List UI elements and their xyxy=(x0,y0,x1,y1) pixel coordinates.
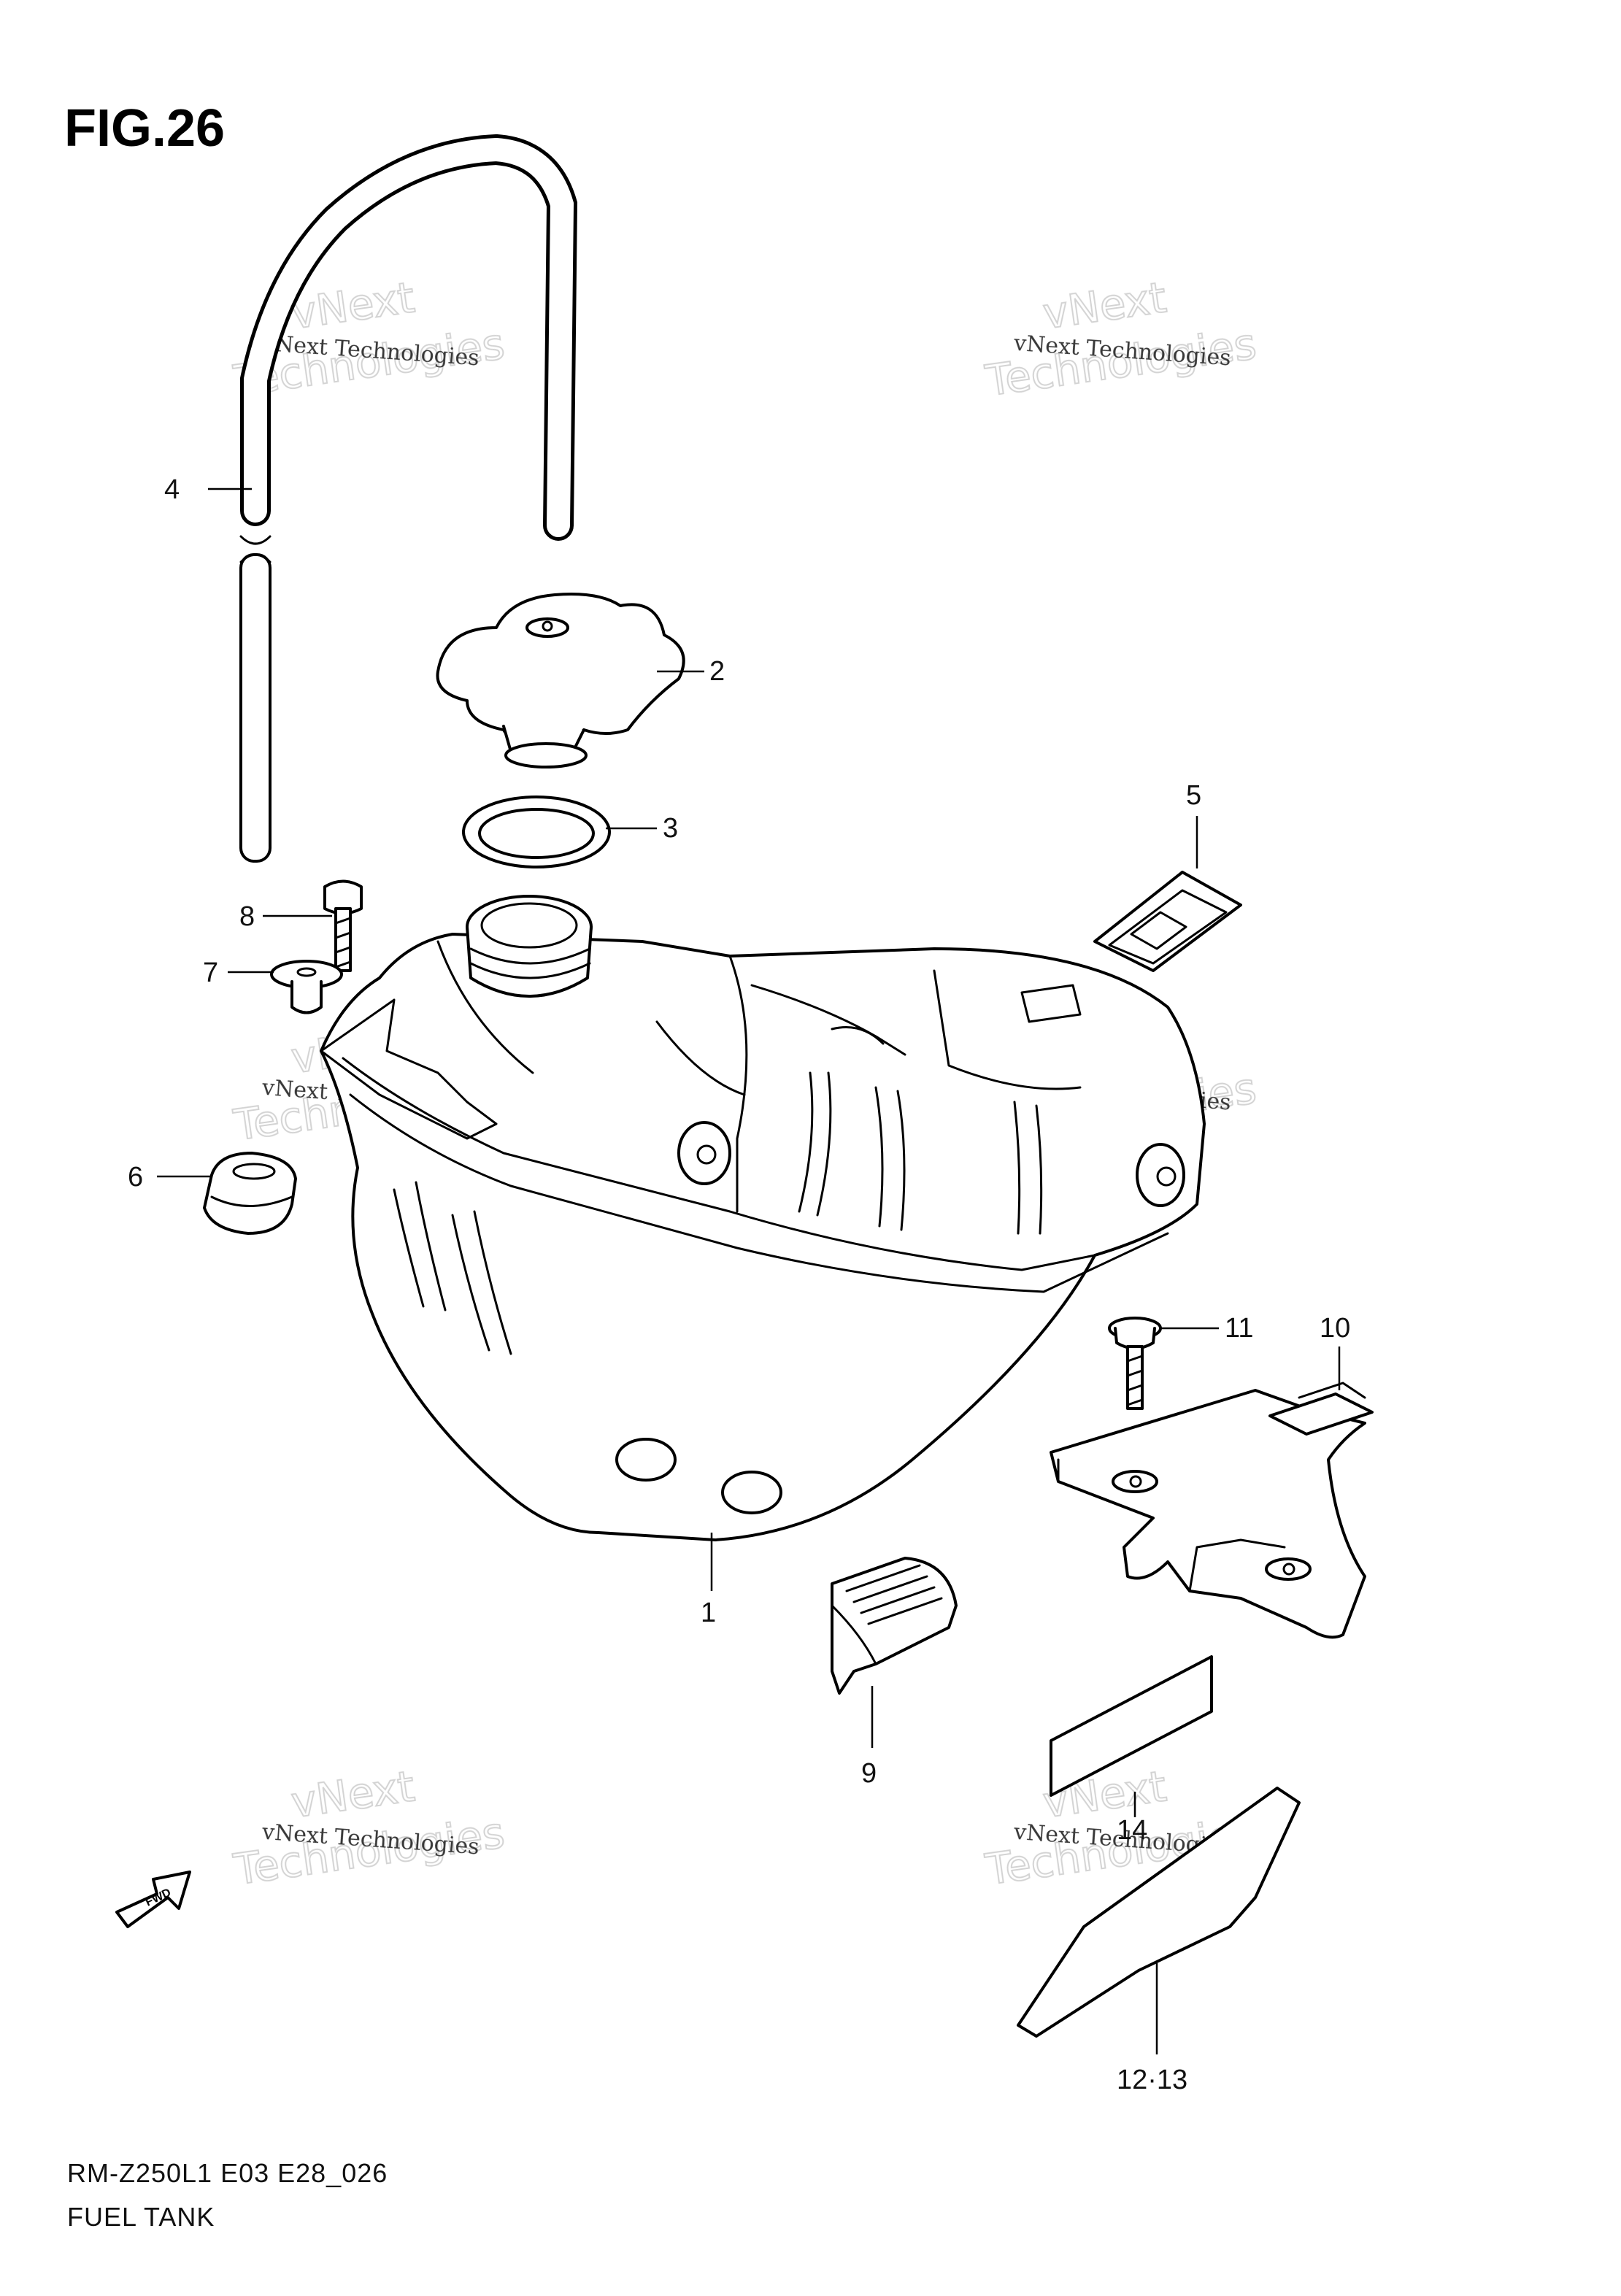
callout-8: 8 xyxy=(239,901,255,932)
callout-11: 11 xyxy=(1225,1313,1253,1344)
callout-12-13: 12·13 xyxy=(1117,2065,1187,2095)
callout-1: 1 xyxy=(701,1598,716,1628)
callout-10: 10 xyxy=(1320,1313,1350,1344)
callout-14: 14 xyxy=(1117,1815,1147,1846)
fuel-cap xyxy=(436,593,685,768)
figure-title: FIG.26 xyxy=(64,99,225,158)
callout-2: 2 xyxy=(709,656,725,687)
svg-text:vNext: vNext xyxy=(1040,272,1169,339)
leader-lines xyxy=(157,488,1341,2054)
callout-3: 3 xyxy=(663,813,678,844)
svg-text:vNext: vNext xyxy=(288,1761,417,1827)
bracket-10 xyxy=(1050,1382,1374,1639)
callout-7: 7 xyxy=(203,958,218,988)
bolt-11 xyxy=(1108,1317,1162,1410)
model-code: RM-Z250L1 E03 E28_026 xyxy=(67,2158,388,2188)
watermark-bottom-left: vNext Technologies vNext Technologies xyxy=(230,1760,508,1895)
fwd-arrow-icon: FWD xyxy=(115,1871,191,1928)
cushion-6 xyxy=(203,1152,297,1235)
callout-5: 5 xyxy=(1186,780,1201,811)
watermark-top-right: vNext Technologies vNext Technologies xyxy=(982,271,1260,407)
collar-7 xyxy=(270,960,343,1014)
figure-caption: FUEL TANK xyxy=(67,2202,215,2232)
breather-hose xyxy=(239,134,578,863)
sheet-12-13 xyxy=(1017,1787,1301,2038)
cushion-9 xyxy=(831,1557,958,1695)
fuel-tank xyxy=(320,895,1206,1541)
svg-text:vNext: vNext xyxy=(288,272,417,339)
callout-6: 6 xyxy=(128,1162,143,1193)
callout-4: 4 xyxy=(164,474,180,505)
cap-gasket xyxy=(462,795,611,868)
bolt-8 xyxy=(323,879,363,972)
callouts: 4 2 3 5 8 7 6 1 11 10 9 14 12·13 xyxy=(128,474,1350,2095)
strap-clip-5 xyxy=(1093,871,1242,972)
label-14 xyxy=(1050,1655,1213,1797)
callout-9: 9 xyxy=(861,1758,877,1789)
